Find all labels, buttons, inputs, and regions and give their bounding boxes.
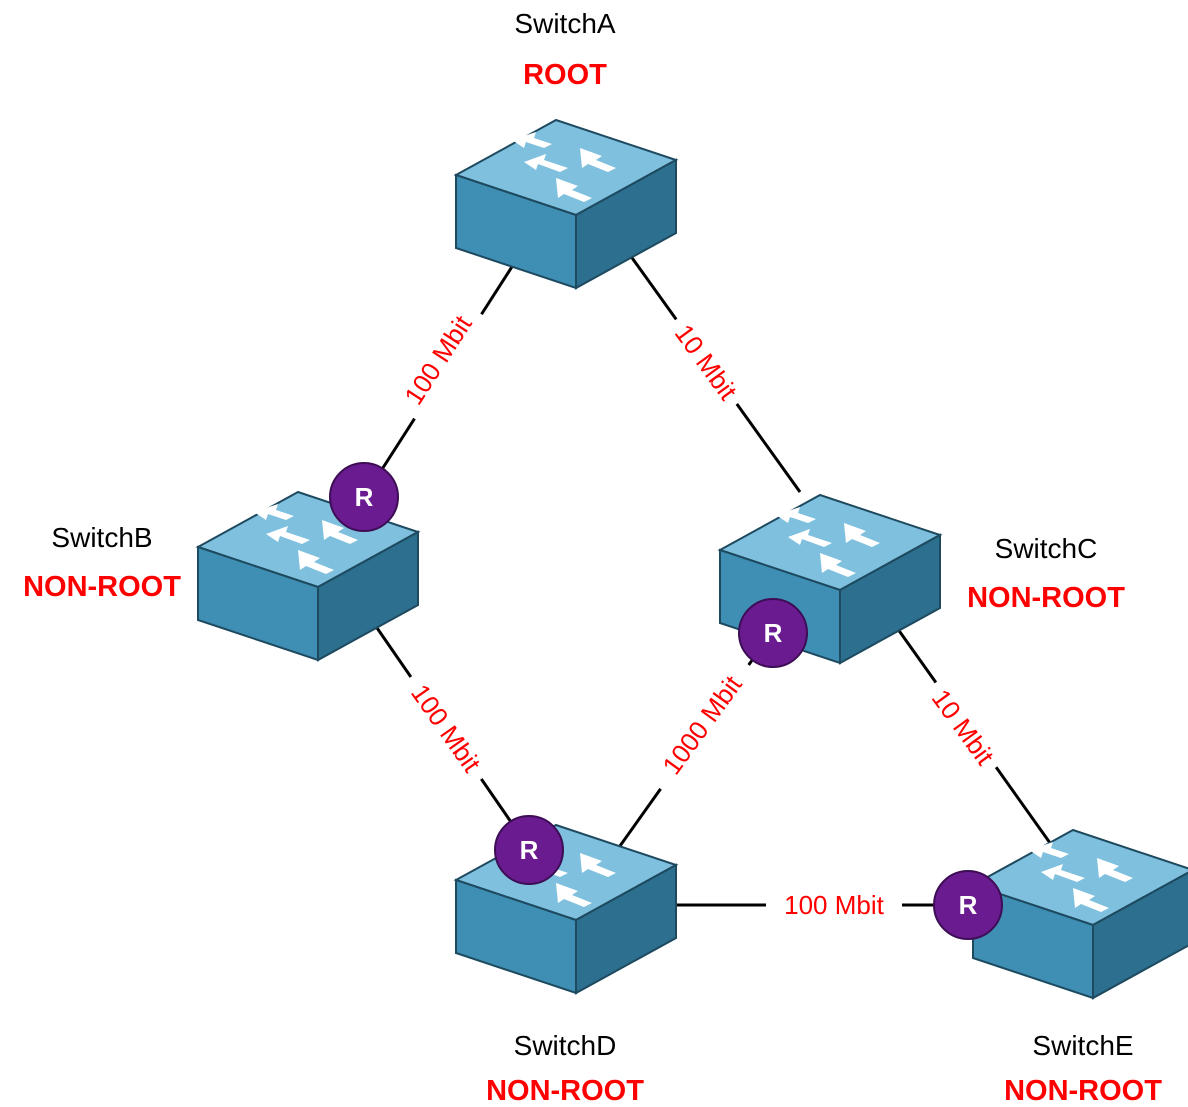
svg-text:R: R (520, 835, 539, 865)
svg-text:100 Mbit: 100 Mbit (784, 890, 884, 920)
link-label-a-b: 100 Mbit (389, 298, 485, 421)
switch-a-icon (455, 119, 677, 289)
svg-text:R: R (959, 890, 978, 920)
switch-a-role: ROOT (523, 59, 607, 91)
switch-a-name: SwitchA (514, 8, 615, 39)
root-port-badge-e: R (933, 870, 1003, 940)
svg-text:R: R (355, 482, 374, 512)
switch-c-name: SwitchC (995, 533, 1098, 564)
switch-d-name: SwitchD (514, 1030, 617, 1061)
switch-b-name: SwitchB (51, 522, 152, 553)
link-label-c-e: 10 Mbit (920, 674, 1008, 778)
svg-text:1000 Mbit: 1000 Mbit (656, 669, 748, 780)
svg-text:R: R (764, 618, 783, 648)
switch-c-role: NON-ROOT (967, 582, 1125, 614)
switch-b-role: NON-ROOT (23, 571, 181, 603)
switch-e-icon (972, 829, 1188, 999)
root-port-badge-d: R (494, 815, 564, 885)
svg-text:100 Mbit: 100 Mbit (398, 309, 478, 410)
svg-text:10 Mbit: 10 Mbit (669, 319, 744, 406)
link-label-d-e: 100 Mbit (766, 888, 902, 920)
root-port-badge-c: R (738, 598, 808, 668)
svg-text:10 Mbit: 10 Mbit (926, 684, 1001, 771)
svg-text:100 Mbit: 100 Mbit (405, 679, 487, 779)
switch-e-name: SwitchE (1032, 1030, 1133, 1061)
switch-d-role: NON-ROOT (486, 1075, 644, 1107)
link-label-a-c: 10 Mbit (663, 309, 751, 413)
root-port-badge-b: R (329, 462, 399, 532)
link-label-c-d: 1000 Mbit (643, 653, 759, 796)
switch-d-icon (455, 824, 677, 994)
link-label-b-d: 100 Mbit (398, 667, 496, 788)
switch-e-role: NON-ROOT (1004, 1075, 1162, 1107)
